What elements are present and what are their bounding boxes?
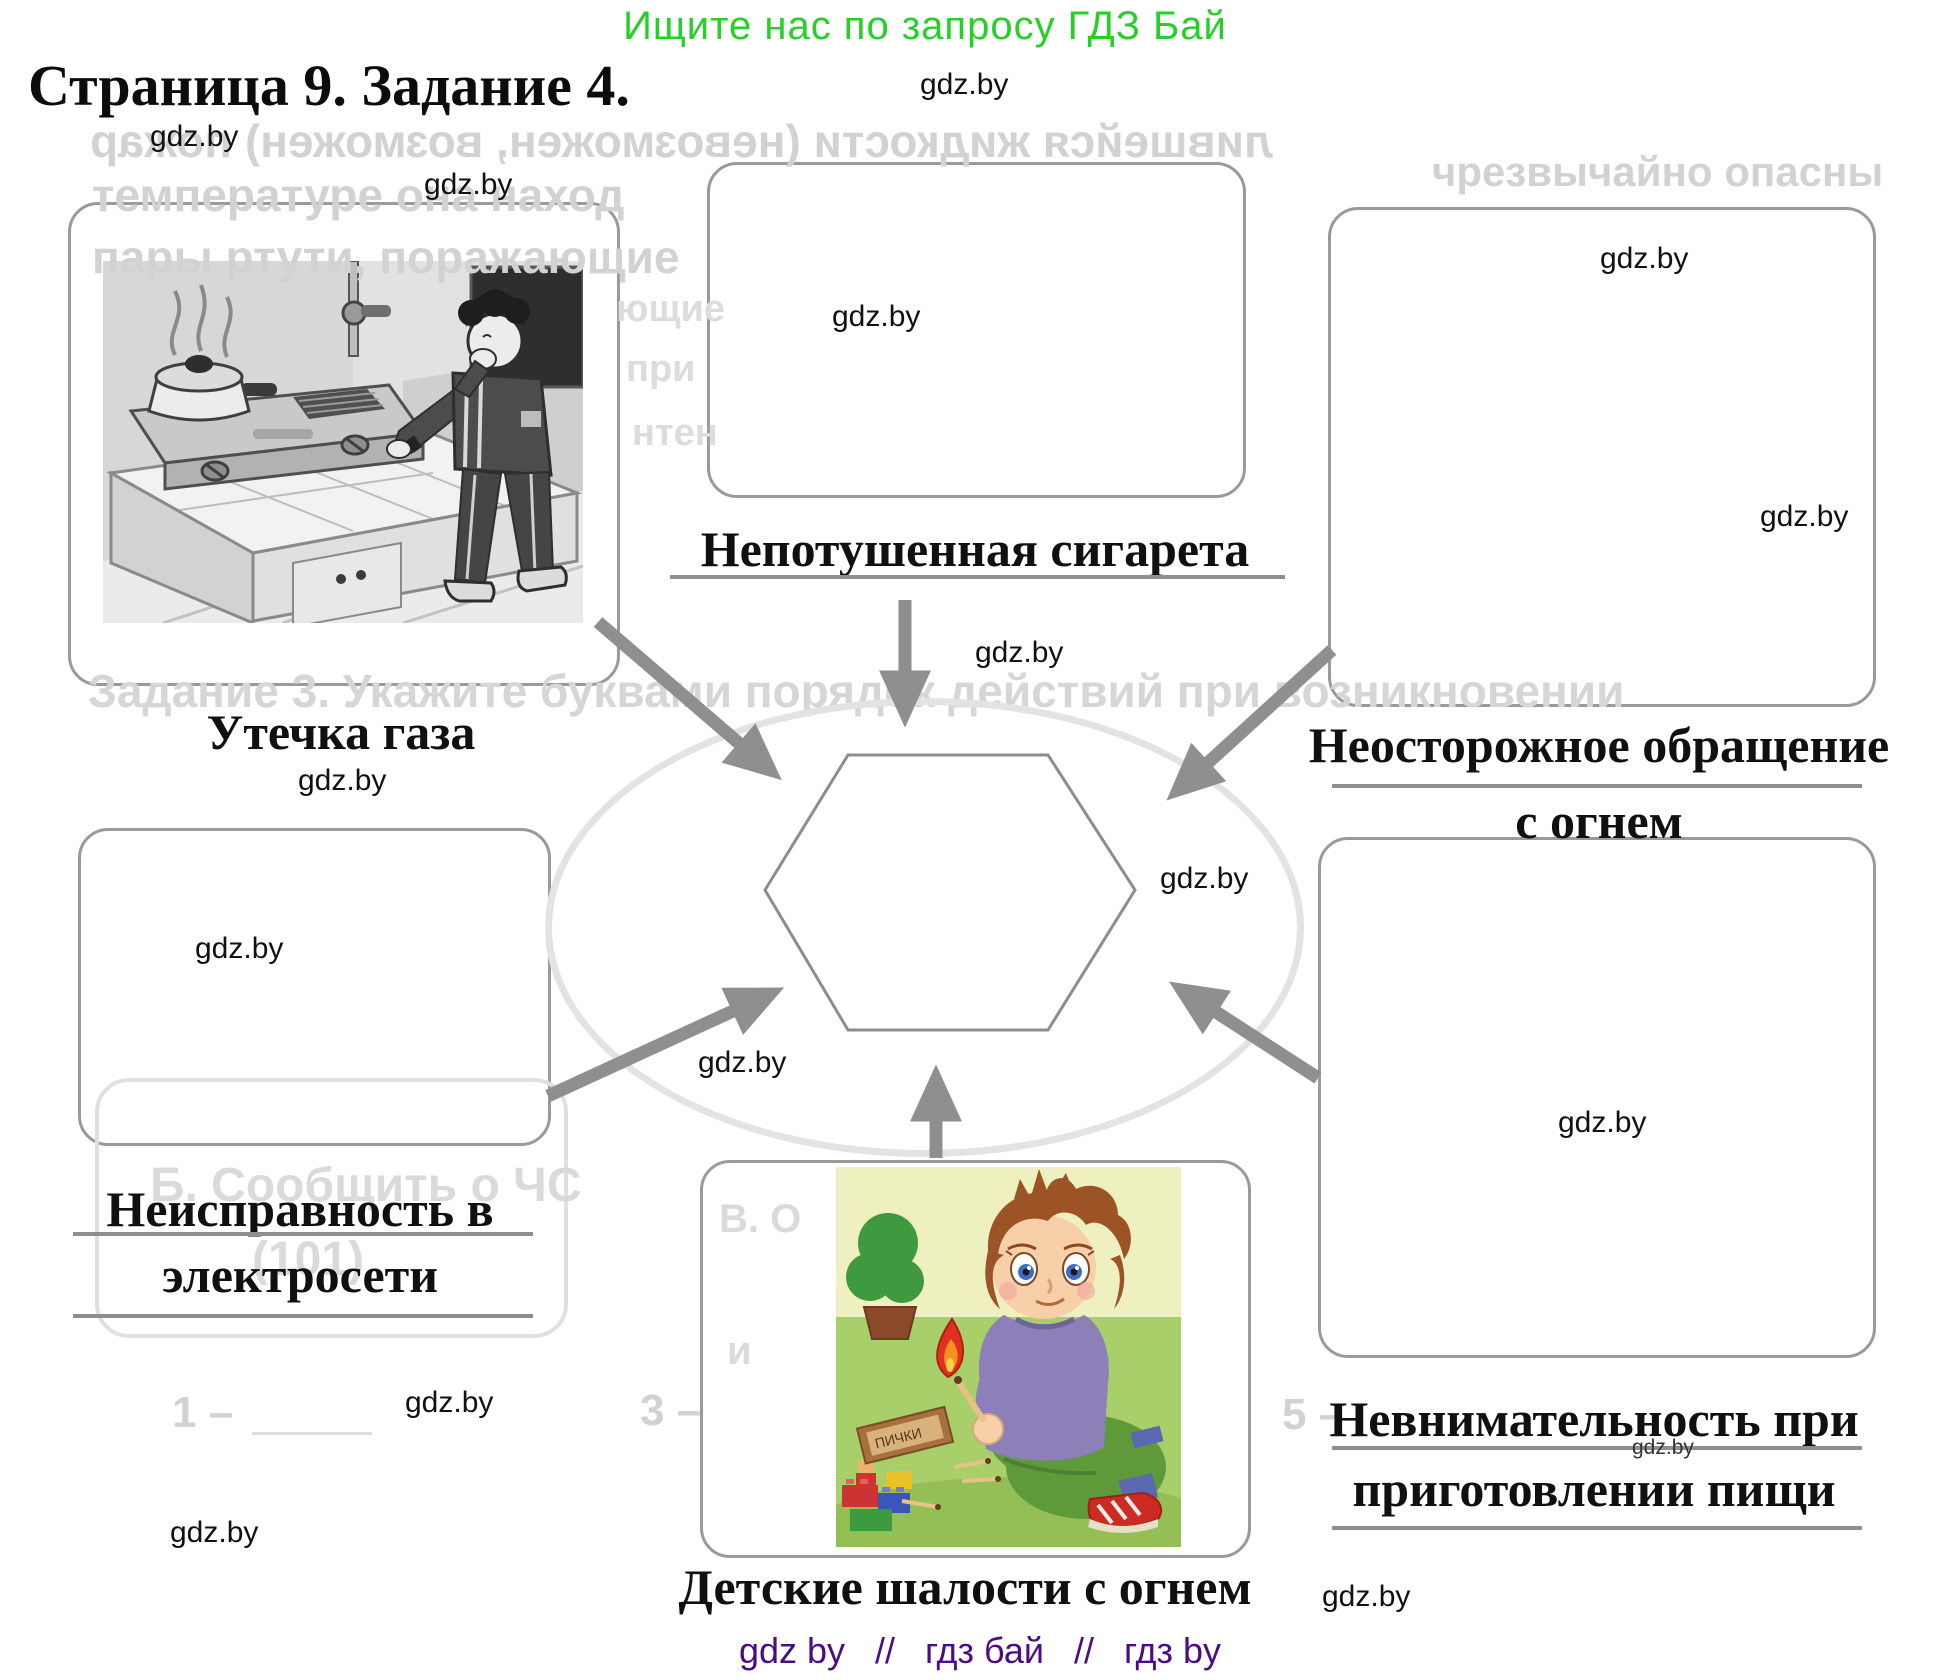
faint-report-line1: Б. Сообщить о ЧС [150,1159,582,1212]
underline-cooking-1 [1332,1446,1862,1450]
watermark-10: gdz.by [1160,862,1249,895]
gas-leak-illustration [103,261,583,623]
watermark-2: gdz.by [150,120,239,153]
footer-token-3: гдз by [1124,1630,1222,1671]
cause-box-gas-leak [68,202,620,686]
faint-fragment-i: и [727,1329,752,1373]
label-careless-fire-line1: Неосторожное обращение [1308,717,1890,773]
faint-mercury-line: пары ртути, поражающие [92,231,680,283]
underline-careless-fire [1332,784,1862,788]
label-cooking-line2: приготовлении пищи [1352,1461,1836,1517]
faint-fragment-1: ющие [616,288,726,330]
cause-box-cigarette [707,162,1246,498]
label-cooking-line1: Невнимательность при [1329,1391,1859,1447]
watermark-9: gdz.by [195,932,284,965]
footer-separator-1: // [875,1630,896,1671]
watermark-6: gdz.by [1760,500,1849,533]
watermark-13: gdz.by [405,1386,494,1419]
label-children-pranks: Детские шалости с огнем [678,1559,1252,1615]
watermark-1: gdz.by [920,68,1009,101]
label-careless-fire-line2: с огнем [1515,793,1683,849]
watermark-7: gdz.by [975,636,1064,669]
faint-danger-line: чрезвычайно опасны [1432,148,1884,195]
label-electrical-fault-line2: электросети [161,1247,439,1303]
underline-cooking-2 [1332,1526,1862,1530]
faint-num-1: 1 – [172,1388,234,1437]
faint-fragment-2: при [626,348,696,390]
cause-box-children-pranks: В. О и [700,1160,1251,1558]
watermark-11: gdz.by [698,1046,787,1079]
cause-box-electrical-fault [78,828,551,1146]
faint-num-5: 5 – [1282,1390,1344,1439]
page-title: Страница 9. Задание 4. [28,53,630,118]
watermark-4: gdz.by [832,300,921,333]
faint-temperature-line: температуре она наход [92,169,625,221]
cause-box-careless-fire [1328,207,1876,707]
faint-report-line2: (101) [252,1233,365,1286]
footer-separator-2: // [1073,1630,1094,1671]
watermark-3: gdz.by [424,168,513,201]
watermark-12: gdz.by [1558,1106,1647,1139]
promo-text: Ищите нас по запросу ГДЗ Бай [623,4,1227,48]
matchbox: ПИЧКИ [855,1405,955,1465]
watermark-8: gdz.by [298,764,387,797]
faint-fragment-v: В. О [719,1197,802,1241]
faint-num-3: 3 – [640,1386,702,1435]
label-gas-leak: Утечка газа [206,704,476,760]
faint-box-remnant [95,1078,568,1338]
underline-cigarette [670,575,1285,579]
label-electrical-fault-line1: Неисправность в [106,1181,494,1237]
watermark-16: gdz.by [1322,1580,1411,1613]
cause-box-cooking [1318,837,1876,1358]
underline-electrical-fault-2 [73,1314,533,1318]
footer-links: gdz by // гдз бай // гдз by [700,1630,1260,1672]
underline-electrical-fault-1 [73,1232,533,1236]
watermark-15: gdz.by [1632,1436,1694,1459]
faint-blank-line [252,1432,372,1435]
footer-token-2: гдз бай [925,1630,1044,1671]
children-pranks-illustration: ПИЧКИ [836,1167,1181,1547]
label-cigarette: Непотушенная сигарета [700,521,1250,577]
watermark-5: gdz.by [1600,242,1689,275]
watermark-14: gdz.by [170,1516,259,1549]
footer-token-1: gdz by [738,1630,846,1671]
faint-fragment-3: нтен [632,412,718,454]
